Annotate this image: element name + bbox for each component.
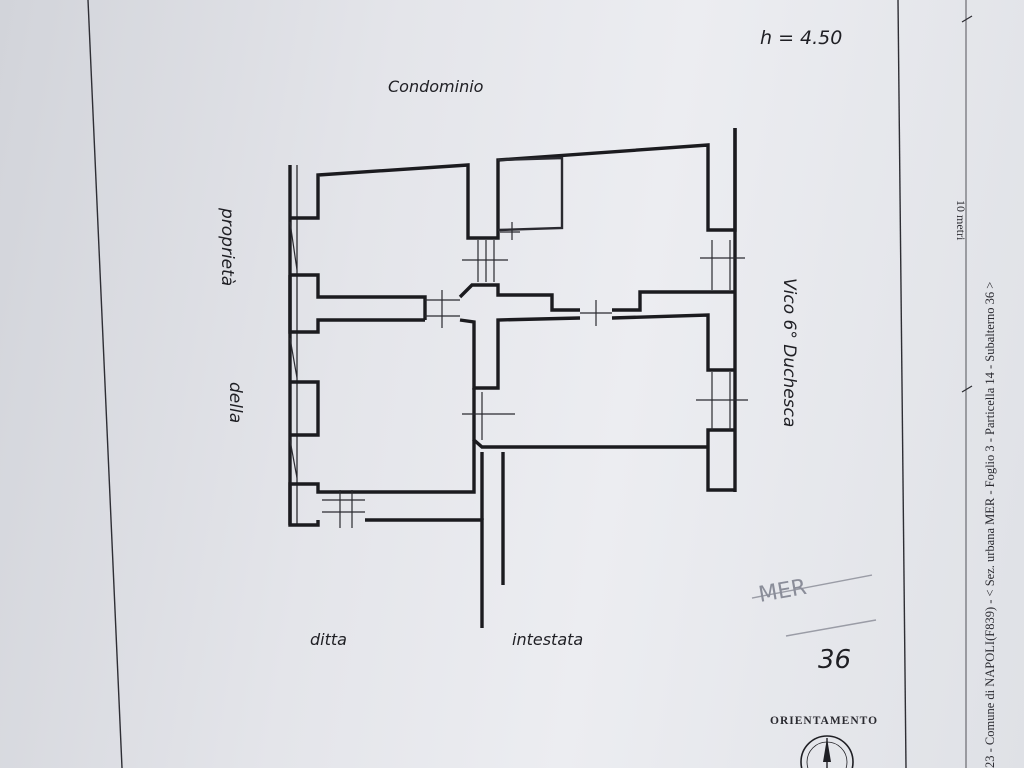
height-note: h = 4.50 [760,27,842,49]
tick-mark [961,15,973,23]
compass-label: ORIENTAMENTO [770,715,878,727]
label-vico: Vico 6° Duchesca [779,278,799,427]
tick-mark [961,385,973,393]
scale-label: 10 metri [954,200,968,241]
office-stamp: MER 36 [751,574,877,675]
label-condominio: Condominio [388,77,484,96]
cadastral-reference: 23 - Comune di NAPOLI(F839) - < Sez. urb… [983,282,997,768]
stamp-code: MER [757,575,809,608]
floor-plan [288,128,748,628]
label-della: della [225,382,245,423]
compass-rose-icon [800,735,854,768]
label-proprieta: proprietà [217,207,237,286]
frame-line-left [87,0,123,768]
frame-line-right [897,0,907,768]
label-intestata: intestata [512,630,583,649]
stamp-number: 36 [818,645,851,675]
label-ditta: ditta [310,630,347,649]
